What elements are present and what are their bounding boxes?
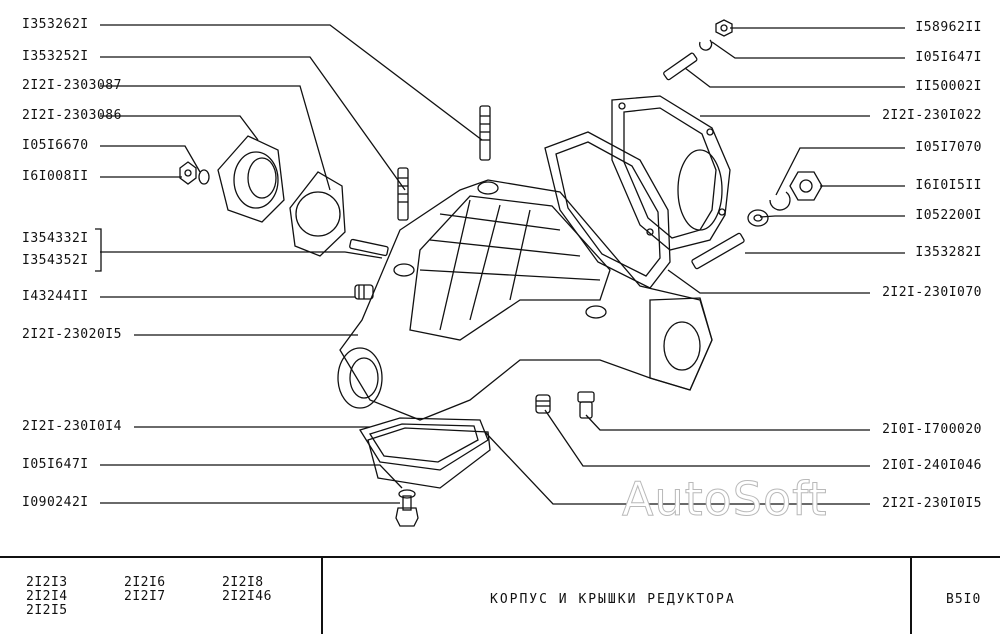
front-flange-gasket: [289, 171, 346, 257]
part-label: I58962II: [915, 20, 982, 35]
bottom-bolt: [395, 495, 419, 527]
part-label: I052200I: [915, 208, 982, 223]
part-label: I05I647I: [22, 457, 89, 472]
exploded-assembly-drawing: [95, 19, 905, 527]
stud-right: [691, 232, 745, 270]
model-code: 2I2I5: [26, 603, 68, 618]
breather-plug: [577, 391, 595, 419]
model-code: 2I2I7: [124, 589, 166, 604]
spring-washer-right: [769, 191, 791, 211]
watermark: AutoSoft: [622, 472, 828, 527]
model-code: 2I2I4: [26, 589, 68, 604]
part-label: I354352I: [22, 253, 89, 268]
nut-top-right: [715, 19, 733, 37]
title-block-divider: [910, 558, 912, 634]
part-label: 2I2I-230I0I4: [22, 419, 122, 434]
plug-left: [354, 284, 374, 300]
part-label: 2I2I-2303087: [22, 78, 122, 93]
part-label: I6I0I5II: [915, 178, 982, 193]
part-label: I090242I: [22, 495, 89, 510]
drain-plug: [535, 394, 551, 414]
model-code: 2I2I8: [222, 575, 264, 590]
bottom-cover: [367, 427, 491, 489]
stud-upper-left: [397, 167, 409, 221]
part-label: 2I2I-230I070: [882, 285, 982, 300]
sheet-code: B5I0: [946, 592, 982, 607]
rear-cover-gasket: [544, 131, 671, 289]
part-label: I05I6670: [22, 138, 89, 153]
part-label: 2I2I-2303086: [22, 108, 122, 123]
part-label: 2I0I-I700020: [882, 422, 982, 437]
reducer-housing: [337, 179, 713, 421]
leader-lines-right: [484, 27, 905, 505]
part-label: 2I2I-230I0I5: [882, 496, 982, 511]
part-label: 2I2I-230I022: [882, 108, 982, 123]
rear-cover: [611, 95, 731, 251]
title-block-divider: [321, 558, 323, 634]
leader-lines-left: [95, 24, 483, 504]
stud-side-left: [349, 238, 389, 257]
washer-left: [198, 169, 210, 185]
washer-top-right: [698, 39, 713, 51]
part-label: II50002I: [915, 79, 982, 94]
part-label: 2I0I-240I046: [882, 458, 982, 473]
part-label: I43244II: [22, 289, 89, 304]
flat-washer-right: [747, 209, 769, 227]
bottom-cover-gasket: [358, 417, 489, 471]
sheet-title: КОРПУС И КРЫШКИ РЕДУКТОРА: [490, 592, 736, 607]
bottom-bolt-washer: [398, 489, 416, 499]
model-code: 2I2I6: [124, 575, 166, 590]
part-label: 2I2I-23020I5: [22, 327, 122, 342]
part-label: I353282I: [915, 245, 982, 260]
model-code: 2I2I3: [26, 575, 68, 590]
part-label: I05I7070: [915, 140, 982, 155]
nut-left: [179, 161, 197, 185]
stud-top: [479, 105, 491, 161]
model-code: 2I2I46: [222, 589, 272, 604]
part-label: I354332I: [22, 231, 89, 246]
part-label: I6I008II: [22, 169, 89, 184]
part-label: I353262I: [22, 17, 89, 32]
stud-top-right: [663, 52, 698, 81]
nut-right: [789, 171, 823, 201]
part-label: I05I647I: [915, 50, 982, 65]
front-flange-cover: [217, 135, 285, 223]
title-block: 2I2I3 2I2I4 2I2I5 2I2I6 2I2I7 2I2I8 2I2I…: [0, 556, 1000, 634]
part-label: I353252I: [22, 49, 89, 64]
